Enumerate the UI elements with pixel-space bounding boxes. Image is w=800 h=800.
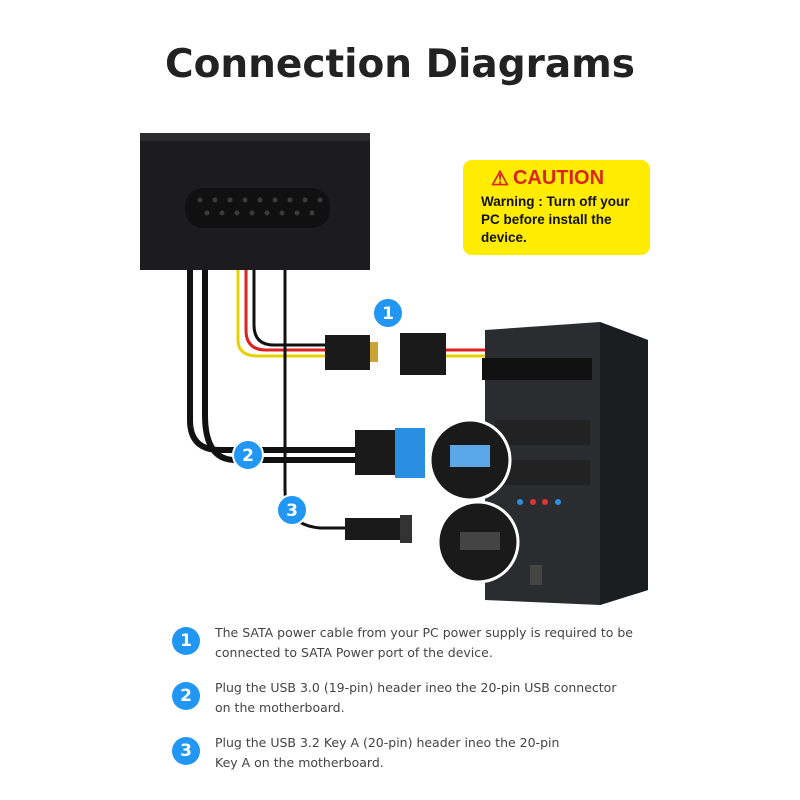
step-text: Plug the USB 3.0 (19-pin) header ineo th… [215, 680, 617, 715]
step-number-badge: 2 [172, 682, 200, 710]
callout-2: 2 [232, 439, 264, 471]
key-a-connector [345, 518, 400, 540]
svg-text:3: 3 [286, 501, 298, 521]
sata-connector [325, 335, 370, 370]
step-number-badge: 1 [172, 627, 200, 655]
caution-box: ⚠CAUTION Warning : Turn off your PC befo… [463, 160, 650, 255]
step-2: 2 Plug the USB 3.0 (19-pin) header ineo … [172, 678, 635, 718]
connection-illustration: 1 2 3 [140, 133, 648, 605]
caution-heading: CAUTION [512, 167, 605, 189]
step-1: 1 The SATA power cable from your PC powe… [172, 623, 635, 663]
warning-triangle-icon: ⚠ [491, 168, 509, 190]
front-panel-device [140, 133, 370, 270]
svg-text:1: 1 [382, 304, 394, 324]
step-text: The SATA power cable from your PC power … [215, 625, 633, 660]
step-number-badge: 3 [172, 737, 200, 765]
caution-text: Warning : Turn off your PC before instal… [481, 194, 630, 245]
page-title: Connection Diagrams [164, 42, 636, 87]
usb3-header-connector [355, 430, 395, 475]
step-text: Plug the USB 3.2 Key A (20-pin) header i… [215, 735, 560, 770]
step-3: 3 Plug the USB 3.2 Key A (20-pin) header… [172, 733, 575, 773]
callout-1: 1 [372, 297, 404, 329]
molex-connector [400, 333, 446, 375]
pc-tower [482, 322, 648, 605]
svg-text:2: 2 [242, 446, 254, 466]
callout-3: 3 [276, 494, 308, 526]
